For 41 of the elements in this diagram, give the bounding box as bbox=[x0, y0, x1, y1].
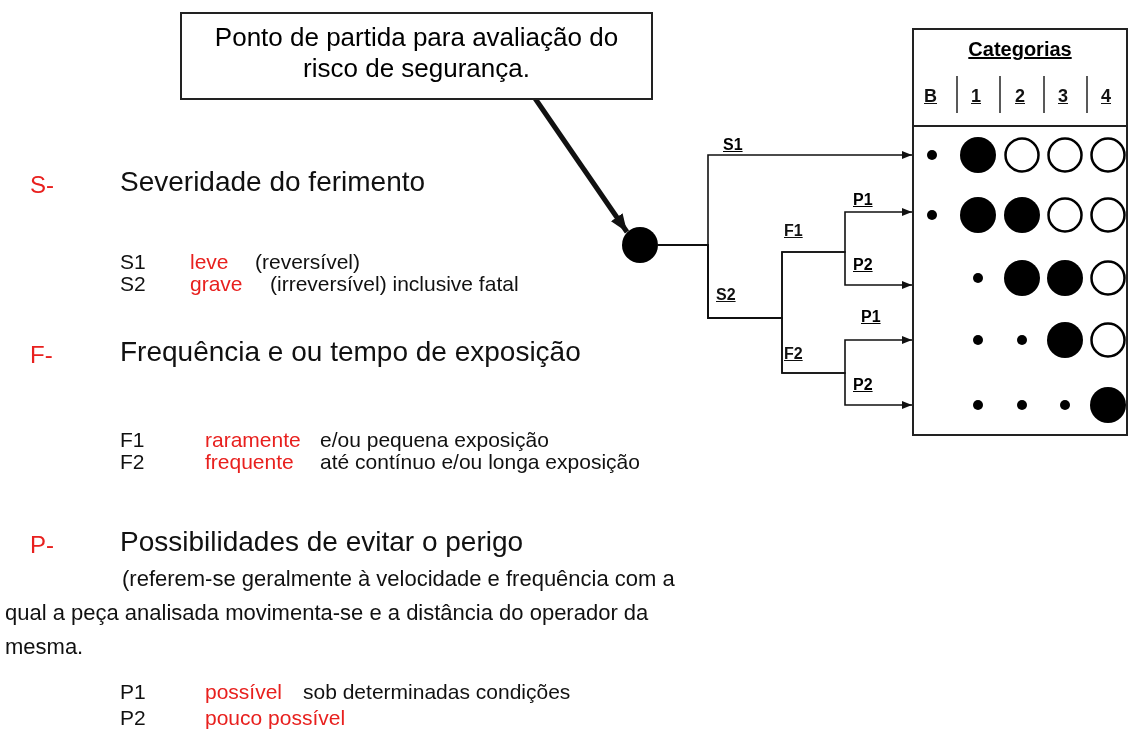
category-letter: P- bbox=[30, 531, 54, 559]
description-text: F2 bbox=[120, 450, 145, 475]
edge-label: P2 bbox=[852, 376, 874, 394]
column-header: 3 bbox=[1058, 86, 1068, 107]
column-header: 4 bbox=[1101, 86, 1111, 107]
branch-label: F1 bbox=[784, 222, 803, 241]
category-letter: F- bbox=[30, 341, 53, 369]
description-text: (reversível) bbox=[255, 250, 360, 275]
description-text: (irreversível) inclusive fatal bbox=[270, 272, 519, 297]
highlighted-term: raramente bbox=[205, 428, 301, 453]
highlighted-term: frequente bbox=[205, 450, 294, 475]
note-paragraph: (referem-se geralmente à velocidade e frequência com a qual a peça analisada movimenta-se e a distância do operador da mesma. bbox=[5, 565, 676, 661]
branch-label: F2 bbox=[784, 345, 803, 364]
categories-table bbox=[912, 28, 1128, 436]
description-text: até contínuo e/ou longa exposição bbox=[320, 450, 640, 475]
description-text: P2 bbox=[120, 706, 146, 731]
column-header: B bbox=[924, 86, 937, 107]
description-text: S2 bbox=[120, 272, 146, 297]
edge-label: P2 bbox=[852, 256, 874, 274]
callout-text: Ponto de partida para avaliação do risco de segurança. bbox=[213, 22, 620, 85]
highlighted-term: leve bbox=[190, 250, 229, 275]
highlighted-term: grave bbox=[190, 272, 243, 297]
description-text: P1 bbox=[120, 680, 146, 705]
column-header: 2 bbox=[1015, 86, 1025, 107]
edge-label: P1 bbox=[852, 191, 874, 209]
edge-label: S1 bbox=[722, 136, 744, 154]
highlighted-term: pouco possível bbox=[205, 706, 346, 731]
table-heading: Categorias bbox=[967, 38, 1073, 61]
description-text: S1 bbox=[120, 250, 146, 275]
description-text: F1 bbox=[120, 428, 145, 453]
highlighted-term: possível bbox=[205, 680, 283, 705]
parameter-heading: Possibilidades de evitar o perigo bbox=[120, 526, 524, 559]
callout-box bbox=[180, 12, 653, 100]
category-letter: S- bbox=[30, 171, 54, 199]
description-text: sob determinadas condições bbox=[303, 680, 571, 705]
parameter-heading: Frequência e ou tempo de exposição bbox=[120, 336, 581, 369]
description-text: e/ou pequena exposição bbox=[320, 428, 549, 453]
branch-label: S2 bbox=[716, 286, 736, 305]
edge-label: P1 bbox=[860, 308, 882, 326]
column-header: 1 bbox=[971, 86, 981, 107]
parameter-heading: Severidade do ferimento bbox=[120, 166, 426, 199]
